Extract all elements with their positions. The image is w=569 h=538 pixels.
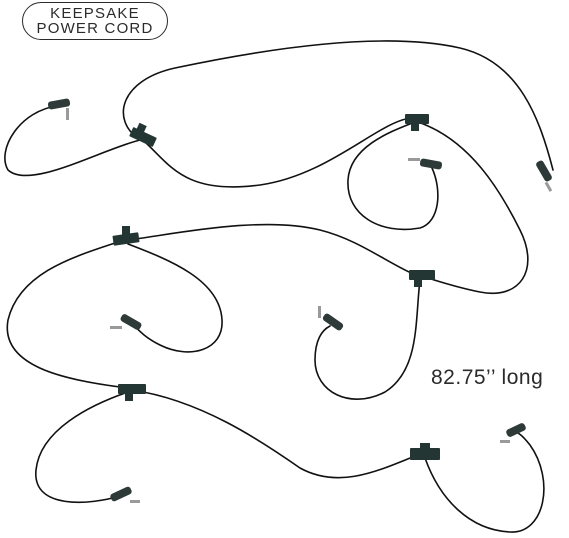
cable-top-to-right-splitter [144,117,413,188]
cable-left-big-loop [6,239,129,389]
cable-bottom-right-loop [424,431,545,533]
plug-center-left [110,314,142,330]
cable-bottom-run [131,389,421,479]
splitter-top-right [405,114,429,131]
cable-middle-cross [127,223,419,277]
cable-bottom-left-loop [35,391,129,504]
product-name-badge: KEEPSAKE POWER CORD [22,2,168,40]
plug-center-right [318,306,344,331]
cable-top-loop [122,40,554,171]
plug-right-top [536,160,553,192]
cord-length-label: 82.75’’ long [431,366,544,389]
splitter-bottom-left [118,384,146,401]
cable-right-long-loop [417,121,529,295]
product-name-line-2: POWER CORD [36,20,154,37]
plug-bottom-right [500,423,526,443]
plug-bottom-left [110,486,140,503]
product-name-line-1: KEEPSAKE [50,5,140,22]
cable-small-right-loop [347,121,439,231]
cable-left-hook [4,105,141,177]
splitter-top-left [129,122,157,147]
splitter-bottom-right [410,443,440,460]
cable-right-s-curve [314,279,421,400]
plug-top-left [47,98,71,120]
plug-small-loop [408,158,443,170]
splitter-middle-right [409,270,435,287]
cable-center-loop [127,243,223,353]
splitter-middle-left [112,226,140,246]
